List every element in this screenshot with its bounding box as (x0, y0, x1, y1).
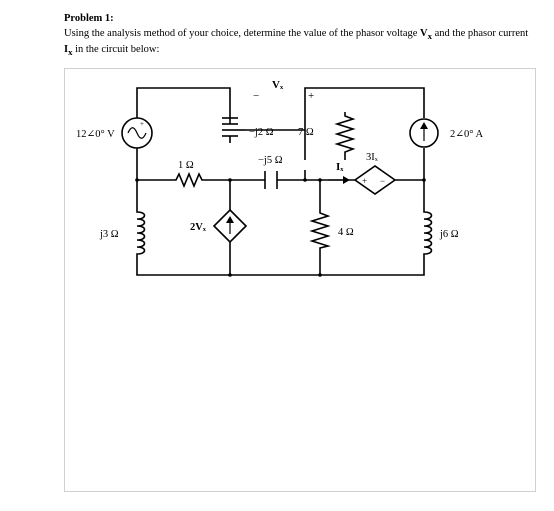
capacitor-top (222, 117, 245, 140)
inductor-left (136, 208, 146, 258)
dependent-voltage-label: 3Iₓ (366, 152, 379, 163)
resistor-1-label: 1 Ω (178, 160, 194, 171)
ix-arrow-icon (343, 176, 350, 184)
voltage-source-label: 12∠0° V (76, 129, 115, 140)
dependent-current-diamond (212, 208, 248, 244)
inductor-left-label: j3 Ω (99, 229, 119, 240)
resistor-7-label: 7 Ω (298, 127, 314, 138)
ac-wave-icon (127, 127, 147, 139)
vx-plus: + (308, 90, 314, 102)
vx-label: Vₓ (272, 79, 284, 91)
circuit-panel (64, 68, 536, 492)
voltage-source: + (121, 117, 153, 149)
current-source-arrow-icon (420, 122, 428, 129)
dependent-current-source (212, 208, 248, 244)
current-source-label: 2∠0° A (450, 129, 484, 140)
dep-plus: + (362, 176, 367, 186)
ix-arrow (328, 176, 350, 184)
wire-top-right (304, 87, 425, 130)
dependent-current-arrow-icon (226, 216, 234, 223)
problem-text-part2: and the phasor current (432, 28, 529, 39)
vx-minus: − (253, 90, 259, 102)
ix-label: Iₓ (336, 161, 344, 173)
inductor-right-label: j6 Ω (439, 229, 459, 240)
capacitor-mid-label: −j5 Ω (258, 155, 283, 166)
current-source-circle (409, 118, 439, 148)
ix-symbol: Ix (64, 44, 73, 58)
wire-bottom (136, 258, 425, 276)
capacitor-mid (264, 171, 278, 189)
resistor-4-ohm (309, 210, 331, 250)
dependent-voltage-diamond (353, 165, 397, 195)
current-source (409, 118, 439, 148)
problem-statement: Problem 1: Using the analysis method of … (64, 12, 534, 59)
inductor-right (423, 208, 433, 258)
capacitor-top-label: −j2 Ω (249, 127, 274, 138)
resistor-1-ohm (172, 171, 205, 189)
problem-title: Problem 1: (64, 13, 114, 24)
dependent-current-label: 2Vₓ (190, 222, 207, 233)
voltage-source-circle (121, 117, 153, 149)
dep-minus: − (380, 176, 385, 186)
resistor-7-ohm (334, 112, 356, 160)
problem-text: Using the analysis method of your choice… (64, 27, 534, 59)
wires (136, 87, 425, 276)
resistor-4-label: 4 Ω (338, 227, 354, 238)
problem-text-part3: in the circuit below: (72, 44, 160, 56)
wire-top-left (136, 87, 231, 118)
junction-dots (135, 178, 426, 277)
voltage-source-plus: + (140, 120, 144, 128)
problem-text-part1: Using the analysis method of your choice… (64, 28, 421, 39)
vx-symbol: Vx (420, 28, 432, 42)
dependent-voltage-source: + − (353, 165, 397, 195)
